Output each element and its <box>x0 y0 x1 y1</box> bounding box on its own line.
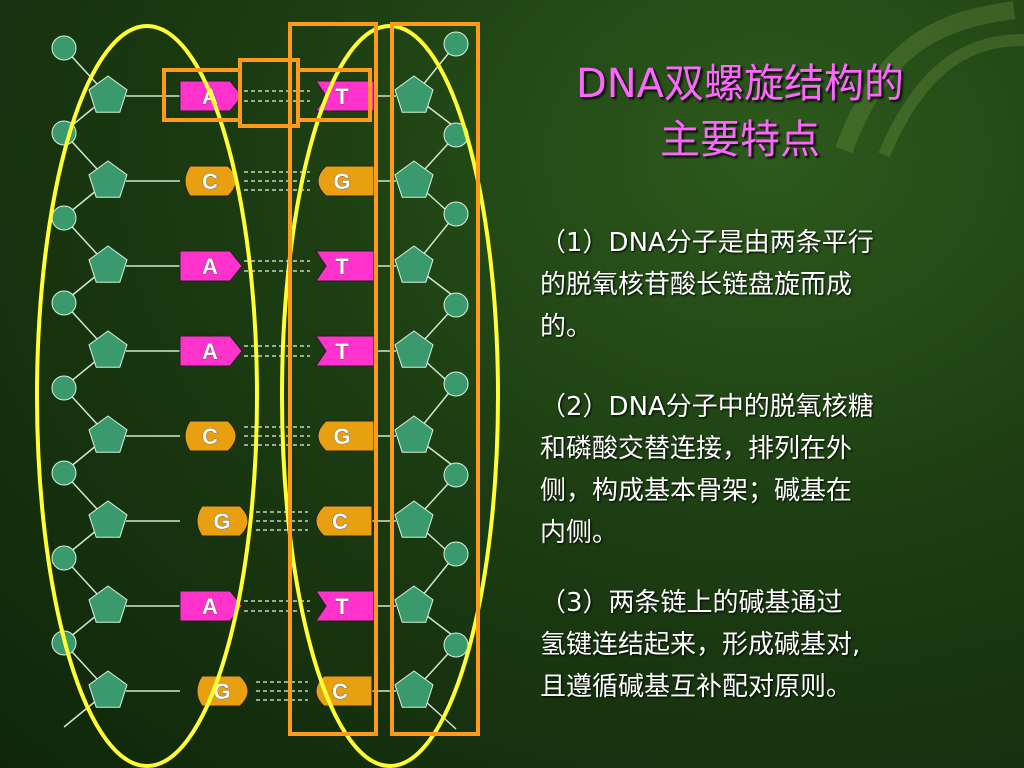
left-base-label: A <box>202 594 218 619</box>
deoxyribose-sugars <box>88 75 434 708</box>
right-base-label: T <box>335 594 349 619</box>
right-phosphate <box>443 201 469 227</box>
right-sugar <box>394 500 434 538</box>
backbone-lines <box>63 43 457 730</box>
feature-point-3: （3）两条链上的碱基通过 氢键连结起来，形成碱基对, 且遵循碱基互补配对原则。 <box>540 582 980 708</box>
left-base-label: C <box>202 169 218 194</box>
left-sugar <box>88 585 128 623</box>
feature-point-2: （2）DNA分子中的脱氧核糖 和磷酸交替连接，排列在外 侧，构成基本骨架；碱基在… <box>540 386 980 554</box>
left-phosphate <box>51 205 77 231</box>
right-base-C <box>315 675 373 707</box>
right-sugar <box>394 75 434 113</box>
left-phosphate <box>51 35 77 61</box>
point-2-line-4: 内侧。 <box>540 518 619 548</box>
left-base-A <box>179 250 243 282</box>
point-1-line-2: 的脱氧核苷酸长链盘旋而成 <box>540 270 853 300</box>
right-phosphate <box>443 31 469 57</box>
left-phosphate <box>51 375 77 401</box>
left-phosphate <box>51 545 77 571</box>
point-3-line-2: 氢键连结起来，形成碱基对, <box>540 630 861 660</box>
right-base-G <box>317 420 375 452</box>
left-base-C <box>184 420 237 452</box>
left-sugar <box>88 245 128 283</box>
left-phosphate <box>51 460 77 486</box>
background-decoration <box>835 1 1024 158</box>
right-base-label: T <box>335 254 349 279</box>
title-line-2: 主要特点 <box>660 117 820 163</box>
right-base-label: C <box>332 679 348 704</box>
point-1-line-1: （1）DNA分子是由两条平行 <box>540 228 874 258</box>
right-phosphate <box>443 292 469 318</box>
right-base-G <box>317 165 375 197</box>
point-3-line-1: （3）两条链上的碱基通过 <box>540 588 843 618</box>
left-base-G <box>196 505 249 537</box>
right-sugar <box>394 670 434 708</box>
left-base-label: C <box>202 424 218 449</box>
right-phosphate <box>443 632 469 658</box>
title-line-1: DNA双螺旋结构的 <box>575 61 905 107</box>
right-sugar <box>394 245 434 283</box>
point-2-line-2: 和磷酸交替连接，排列在外 <box>540 434 853 464</box>
right-base-label: C <box>332 509 348 534</box>
left-base-label: G <box>213 509 230 534</box>
page-title: DNA双螺旋结构的 主要特点 <box>520 56 960 168</box>
right-sugar <box>394 415 434 453</box>
feature-point-1: （1）DNA分子是由两条平行 的脱氧核苷酸长链盘旋而成 的。 <box>540 222 980 348</box>
base-T-box <box>296 68 372 122</box>
right-base-label: G <box>333 169 350 194</box>
point-1-line-3: 的。 <box>540 312 593 342</box>
left-base-label: A <box>202 254 218 279</box>
right-phosphate <box>443 541 469 567</box>
right-sugar <box>394 160 434 198</box>
right-sugar <box>394 585 434 623</box>
right-phosphate <box>443 371 469 397</box>
right-backbone-column-box <box>390 22 480 736</box>
point-3-line-3: 且遵循碱基互补配对原则。 <box>540 672 853 702</box>
highlight-shapes <box>35 22 500 768</box>
right-base-C <box>315 505 373 537</box>
left-base-A <box>179 335 243 367</box>
right-phosphate <box>443 462 469 488</box>
point-2-line-3: 侧，构成基本骨架；碱基在 <box>540 476 853 506</box>
right-base-label: T <box>335 339 349 364</box>
left-sugar <box>88 415 128 453</box>
left-sugar <box>88 500 128 538</box>
point-2-line-1: （2）DNA分子中的脱氧核糖 <box>540 392 874 422</box>
right-base-label: T <box>335 84 349 109</box>
left-sugar <box>88 670 128 708</box>
left-sugar <box>88 75 128 113</box>
phosphate-groups <box>51 31 469 658</box>
left-phosphate <box>51 290 77 316</box>
right-base-column-box <box>288 22 378 736</box>
right-base-label: G <box>333 424 350 449</box>
left-base-label: A <box>202 339 218 364</box>
left-sugar <box>88 160 128 198</box>
left-strand-ellipse <box>35 24 259 768</box>
left-sugar <box>88 330 128 368</box>
right-sugar <box>394 330 434 368</box>
